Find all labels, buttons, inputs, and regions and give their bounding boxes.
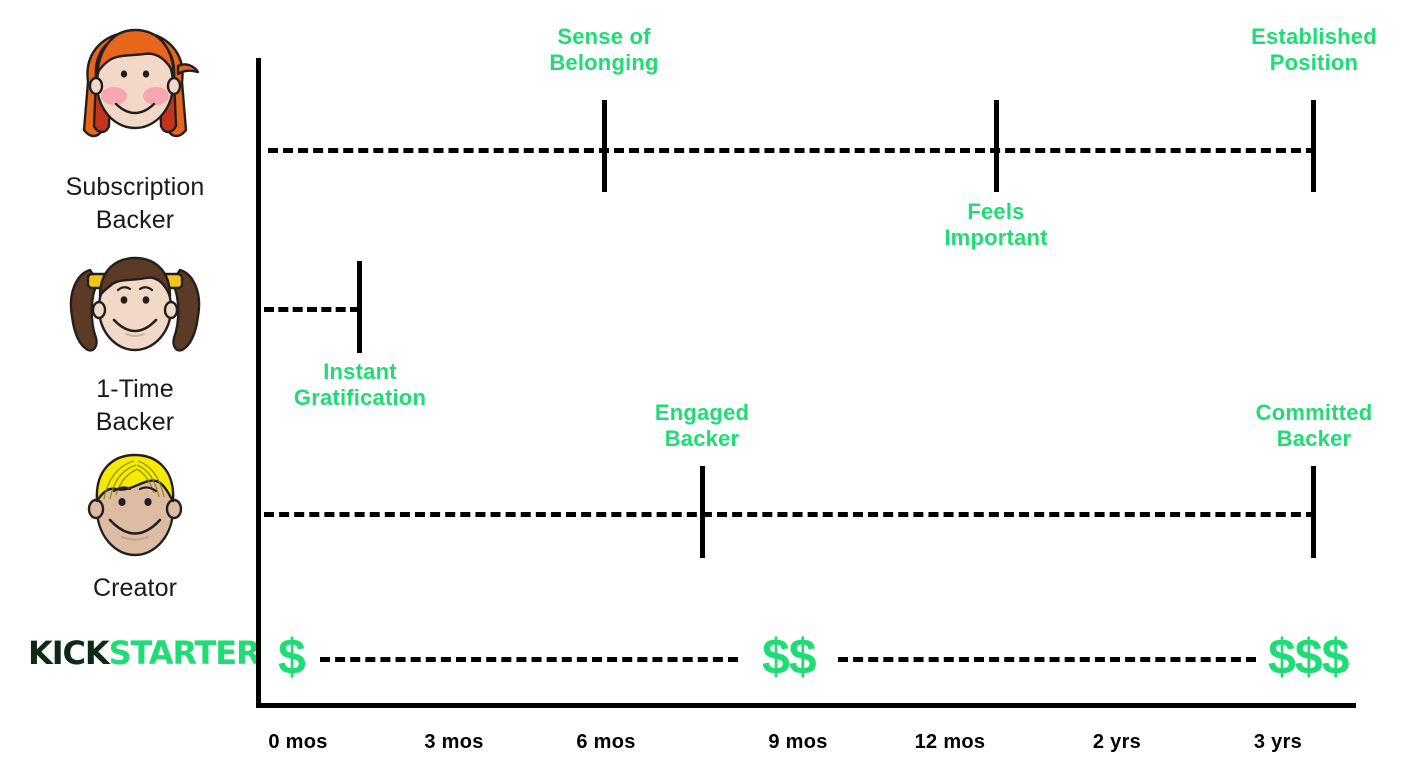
x-tick-label-2: 6 mos <box>576 731 636 753</box>
milestone-label-line1: Sense of <box>557 24 651 49</box>
milestone-label-line2: Belonging <box>549 50 659 75</box>
kickstarter-logo-starter: STARTER <box>108 634 261 672</box>
kickstarter-logo: KICKSTARTER <box>28 634 261 672</box>
milestone-sense-of-belonging: Sense of Belonging <box>494 24 714 76</box>
milestone-label-line1: Engaged <box>654 400 750 425</box>
rail-subscription-backer <box>268 148 1316 153</box>
tick-sense-of-belonging <box>602 100 607 192</box>
rail-creator <box>264 512 1316 517</box>
milestone-label-line1: Feels <box>967 199 1025 224</box>
milestone-label-line2: Gratification <box>293 385 427 410</box>
milestone-feels-important: Feels Important <box>886 199 1106 251</box>
x-tick-label-6: 3 yrs <box>1253 731 1303 753</box>
persona-subscription-backer: Subscription Backer <box>20 22 250 236</box>
persona-one-time-backer: 1-Time Backer <box>20 252 250 438</box>
persona-label-line2: Backer <box>95 408 175 436</box>
kickstarter-logo-kick: KICK <box>28 634 110 672</box>
rail-revenue-segment-1 <box>320 657 738 662</box>
x-axis <box>256 703 1356 708</box>
milestone-label-line2: Backer <box>664 426 740 451</box>
milestone-label-line1: Committed <box>1255 400 1373 425</box>
tick-established-position <box>1311 100 1316 192</box>
girl-orange-hair-avatar <box>82 28 200 138</box>
x-tick-label-0: 0 mos <box>268 731 328 753</box>
y-axis <box>256 58 261 708</box>
tick-feels-important <box>994 100 999 192</box>
persona-label-line1: Creator <box>92 574 178 602</box>
milestone-instant-gratification: Instant Gratification <box>250 359 470 411</box>
persona-label-line1: Subscription <box>65 173 205 201</box>
persona-creator: Creator <box>20 447 250 604</box>
girl-brown-pigtails-avatar <box>69 256 201 352</box>
milestone-engaged-backer: Engaged Backer <box>592 400 812 452</box>
milestone-label-line1: Established <box>1251 24 1377 49</box>
tick-engaged-backer <box>700 466 705 558</box>
revenue-marker-3: $$$ <box>1268 629 1349 685</box>
x-tick-label-4: 12 mos <box>914 731 986 753</box>
x-tick-label-5: 2 yrs <box>1092 731 1142 753</box>
milestone-label-line1: Instant <box>323 359 397 384</box>
milestone-established-position: Established Position <box>1204 24 1406 76</box>
persona-label-line2: Backer <box>95 206 175 234</box>
rail-revenue-segment-2 <box>838 657 1256 662</box>
x-tick-label-1: 3 mos <box>424 731 484 753</box>
milestone-label-line2: Important <box>944 225 1048 250</box>
tick-instant-gratification <box>357 261 362 353</box>
boy-yellow-hair-avatar <box>87 453 183 557</box>
revenue-marker-2: $$ <box>762 629 817 685</box>
rail-one-time-backer <box>264 307 360 312</box>
tick-committed-backer <box>1311 466 1316 558</box>
x-tick-label-3: 9 mos <box>768 731 828 753</box>
revenue-marker-1: $ <box>278 629 306 685</box>
milestone-label-line2: Backer <box>1276 426 1352 451</box>
persona-label-line1: 1-Time <box>96 375 174 403</box>
milestone-label-line2: Position <box>1269 50 1359 75</box>
milestone-committed-backer: Committed Backer <box>1204 400 1406 452</box>
